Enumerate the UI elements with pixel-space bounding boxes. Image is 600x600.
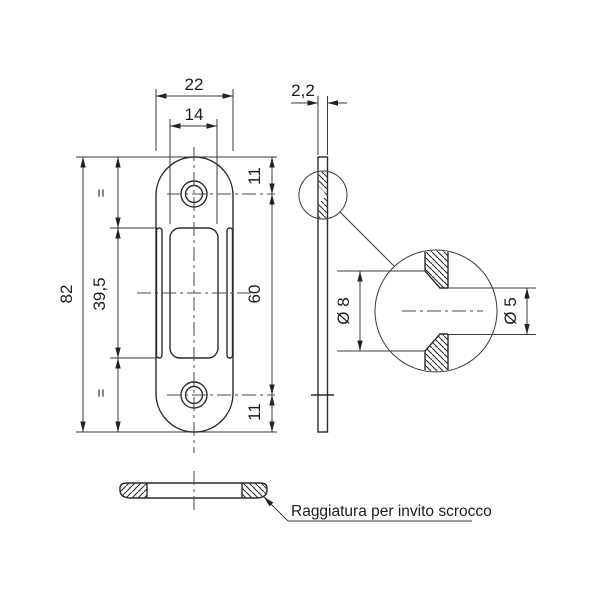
through-hole-diameter-label: Ø 5 [501, 297, 520, 324]
section-right-radius [242, 483, 267, 498]
slot-height-label: 39,5 [90, 277, 109, 310]
note-label: Raggiatura per invito scrocco [291, 503, 492, 520]
detail-view: Ø 8 Ø 5 [334, 249, 536, 373]
countersink-diameter-label: Ø 8 [334, 297, 353, 324]
equal-mark-top-label: = [93, 188, 110, 197]
countersink-section [424, 250, 449, 372]
dim-hole-chain: 11 60 11 [245, 157, 275, 432]
front-view: 22 14 82 = 39,5 = 11 [57, 75, 277, 453]
note-callout: Raggiatura per invito scrocco [263, 496, 492, 522]
dim-plate-height: 82 [57, 157, 86, 432]
detail-circle [374, 249, 498, 373]
section-left-radius [120, 483, 147, 498]
hole-offset-top-label: 11 [245, 167, 264, 185]
hole-pitch-label: 60 [245, 285, 264, 304]
section-outline [119, 482, 268, 499]
side-view-section [318, 171, 327, 219]
side-view: 2,2 [291, 81, 395, 433]
dim-slot-width: 14 [169, 105, 218, 224]
plate-side-outline [317, 156, 329, 433]
dim-slot-chain: = 39,5 = [90, 157, 157, 432]
equal-mark-bottom-label: = [93, 388, 110, 397]
plate-width-label: 22 [185, 75, 204, 94]
detail-callout-circle [298, 170, 348, 220]
hole-offset-bottom-label: 11 [245, 403, 264, 421]
thickness-label: 2,2 [291, 81, 315, 100]
dim-thickness: 2,2 [291, 81, 347, 155]
plate-height-label: 82 [57, 285, 76, 304]
slot-width-label: 14 [185, 105, 204, 124]
detail-leader-line [339, 211, 395, 267]
section-view: Raggiatura per invito scrocco [119, 471, 492, 522]
dim-plate-width: 22 [155, 75, 234, 151]
dim-through-hole-diameter: Ø 5 [448, 287, 536, 335]
dim-countersink-diameter: Ø 8 [334, 270, 425, 352]
